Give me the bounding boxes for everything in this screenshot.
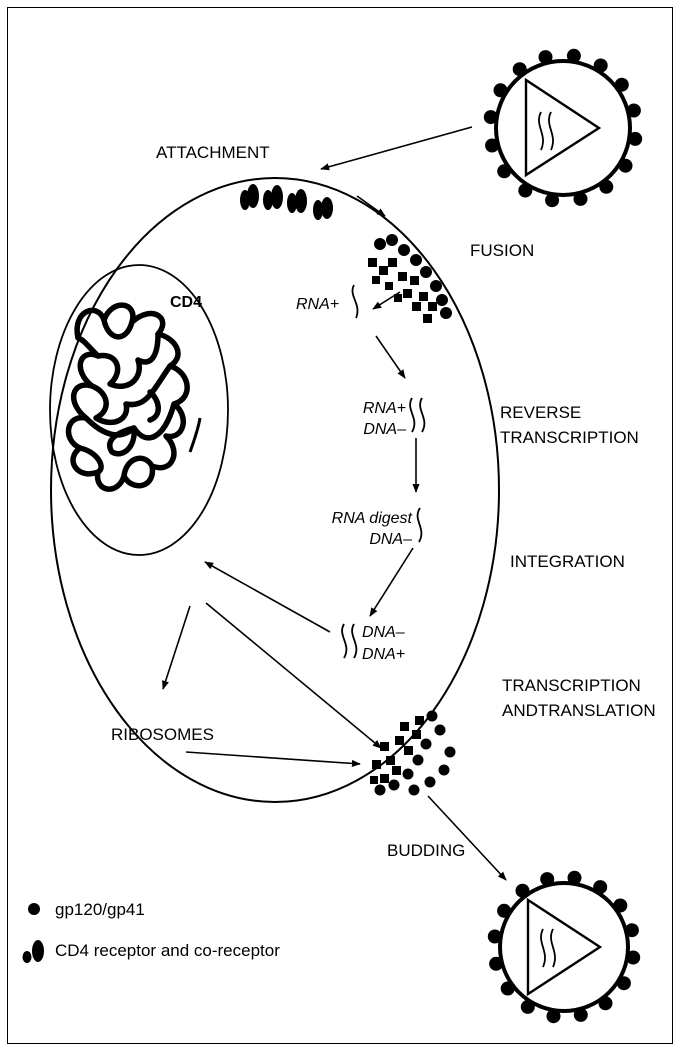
arrow-nucleus-to-ribosomes: [162, 605, 191, 690]
label-rna-plus: RNA+: [296, 296, 339, 313]
nucleus: [49, 264, 229, 556]
gp120-spike: [628, 131, 643, 146]
label-reverse: REVERSE: [500, 403, 581, 422]
label-dna-minus-2: DNA–: [369, 531, 412, 548]
chromatin: [65, 302, 190, 492]
arrow-budding-to-virion: [427, 795, 507, 881]
label-and-translation: ANDTRANSLATION: [502, 701, 656, 720]
legend-gp-label: gp120/gp41: [55, 900, 145, 919]
gp120-spike: [546, 1009, 561, 1024]
arrow-digest-to-dsdna: [369, 547, 414, 617]
label-rna-digest: RNA digest: [332, 510, 413, 527]
legend: gp120/gp41 CD4 receptor and co-receptor: [22, 900, 280, 963]
arrow-dsdna-to-nucleus: [204, 561, 331, 633]
legend-receptor-icon-small: [22, 951, 32, 963]
label-transcription: TRANSCRIPTION: [502, 676, 641, 695]
arrow-fusion-to-rna: [372, 291, 401, 310]
cd4-receptors: [240, 184, 333, 220]
arrow-nucleus-to-budding: [205, 602, 382, 749]
budding-site: [370, 710, 456, 796]
arrow-ribosomes-to-budding: [185, 751, 361, 768]
label-reverse-transcription: TRANSCRIPTION: [500, 428, 639, 447]
label-budding: BUDDING: [387, 841, 465, 860]
arrow-rna-to-rna-dna: [375, 335, 406, 379]
fusion-site: [368, 234, 452, 323]
label-ribosomes: RIBOSOMES: [111, 725, 214, 744]
gp120-spike: [626, 950, 641, 965]
virion-bottom: [487, 870, 641, 1024]
label-dna-minus-3: DNA–: [362, 624, 405, 641]
legend-receptor-label: CD4 receptor and co-receptor: [55, 941, 280, 960]
nucleic-acid-strands: [341, 284, 426, 659]
arrow-attachment-to-fusion: [356, 195, 386, 217]
label-cd4-cell: CD4: [170, 294, 202, 311]
legend-gp-icon: [28, 903, 40, 915]
gp120-spike: [566, 48, 581, 63]
label-dna-minus: DNA–: [363, 421, 406, 438]
virion-top: [483, 48, 643, 208]
label-rna-plus-2: RNA+: [363, 400, 406, 417]
arrow-virion-to-attachment: [320, 126, 473, 171]
cd4-cell-membrane: [50, 177, 500, 803]
label-attachment: ATTACHMENT: [156, 143, 270, 162]
gp120-spike: [567, 870, 582, 885]
label-integration: INTEGRATION: [510, 552, 625, 571]
legend-receptor-icon-large: [32, 940, 44, 962]
figure-frame: [7, 7, 673, 1044]
label-dna-plus: DNA+: [362, 646, 405, 663]
gp120-spike: [487, 929, 502, 944]
gp120-spike: [545, 193, 560, 208]
gp120-spike: [483, 110, 498, 125]
label-fusion: FUSION: [470, 241, 534, 260]
nuclear-pore-mark: [188, 417, 202, 453]
